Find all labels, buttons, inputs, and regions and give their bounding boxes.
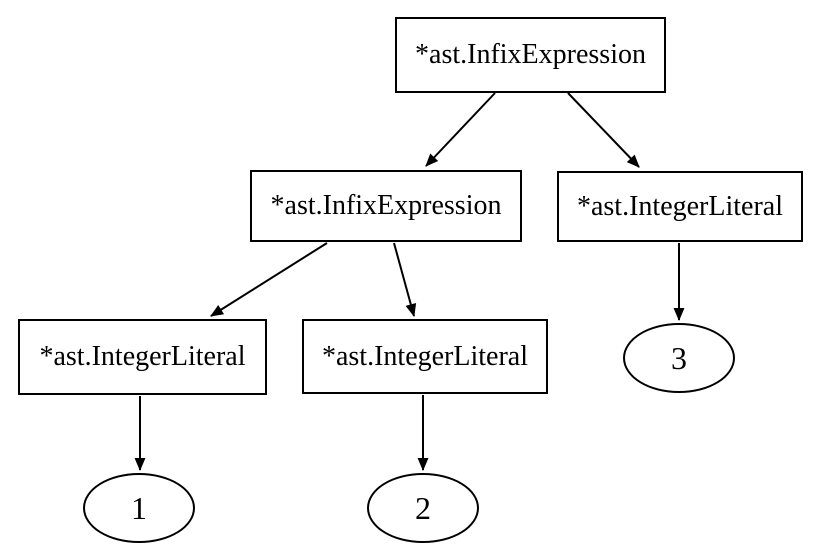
node-leaf-value-2: 2 — [367, 473, 479, 543]
edge-left-infix-to-bottom-left-integer-literal — [210, 242, 328, 317]
node-bottom-middle-integer-literal: *ast.IntegerLiteral — [302, 319, 548, 394]
node-left-infix-expression: *ast.InfixExpression — [250, 170, 522, 242]
node-leaf-value-1: 1 — [83, 473, 195, 543]
node-right-integer-literal: *ast.IntegerLiteral — [557, 171, 803, 242]
edge-root-infix-to-left-infix — [425, 92, 496, 167]
edge-left-infix-to-bottom-middle-integer-literal — [393, 242, 417, 318]
node-leaf-value-3: 3 — [623, 323, 735, 393]
node-root-infix-expression: *ast.InfixExpression — [395, 17, 666, 93]
node-bottom-left-integer-literal: *ast.IntegerLiteral — [18, 319, 267, 395]
edge-root-infix-to-right-integer-literal — [567, 92, 640, 168]
